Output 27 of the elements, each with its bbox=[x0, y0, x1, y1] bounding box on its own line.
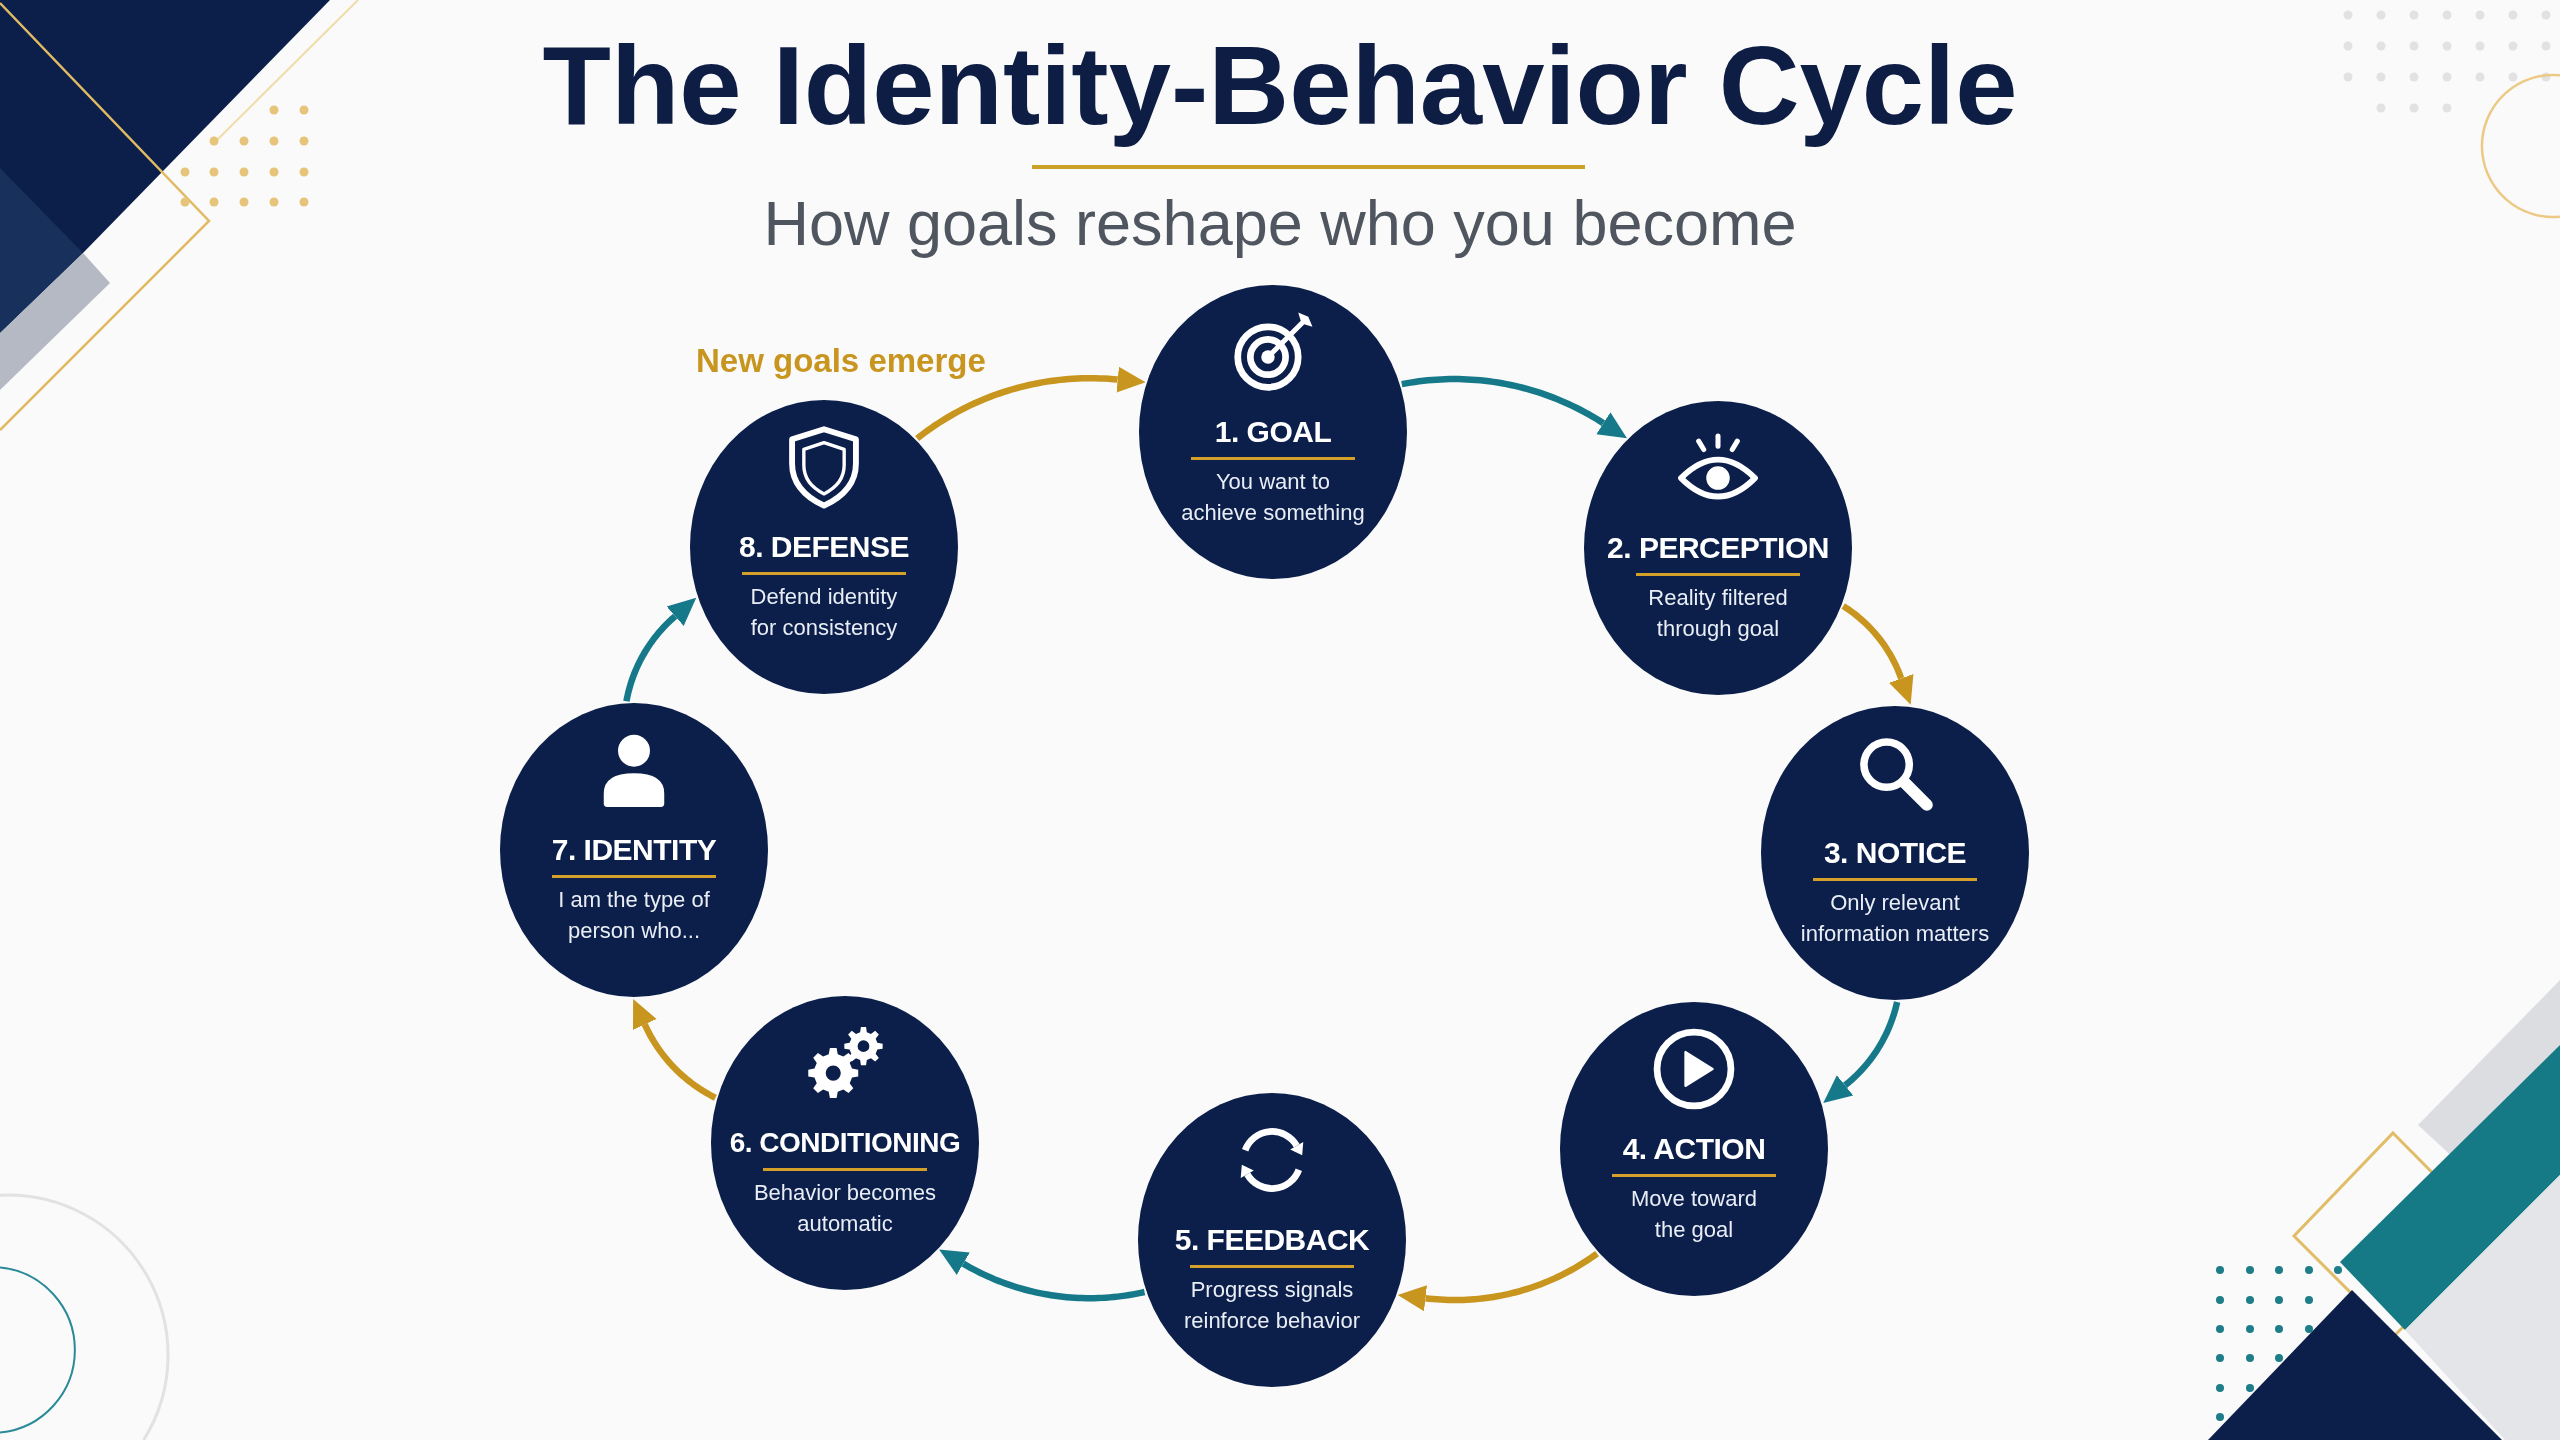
step-description: Defend identity for consistency bbox=[750, 583, 898, 642]
step-description: Progress signals reinforce behavior bbox=[1183, 1276, 1361, 1335]
arrow bbox=[1823, 1000, 1901, 1103]
arrow bbox=[1841, 603, 1914, 705]
arrow bbox=[623, 597, 697, 703]
step-title: 4. ACTION bbox=[1622, 1131, 1766, 1167]
title: The Identity-Behavior Cycle bbox=[542, 22, 2018, 150]
arrow bbox=[633, 999, 717, 1101]
step-description: You want to achieve something bbox=[1180, 468, 1366, 527]
step-title: 5. FEEDBACK bbox=[1174, 1222, 1370, 1258]
step-title: 1. GOAL bbox=[1214, 414, 1332, 450]
step-title: 2. PERCEPTION bbox=[1607, 530, 1829, 566]
arrow bbox=[915, 366, 1146, 441]
arrow bbox=[1401, 375, 1627, 439]
step-title: 6. CONDITIONING bbox=[729, 1126, 961, 1160]
step-title: 3. NOTICE bbox=[1823, 835, 1967, 871]
step-title: 7. IDENTITY bbox=[551, 832, 717, 868]
step-description: Behavior becomes automatic bbox=[753, 1179, 937, 1238]
edge-label: New goals emerge bbox=[696, 341, 986, 381]
arrow bbox=[939, 1249, 1146, 1302]
arrow bbox=[1397, 1250, 1599, 1312]
step-description: I am the type of person who... bbox=[557, 886, 711, 945]
step-description: Move toward the goal bbox=[1630, 1185, 1758, 1244]
step-description: Only relevant information matters bbox=[1800, 889, 1990, 948]
step-description: Reality filtered through goal bbox=[1647, 584, 1789, 643]
subtitle: How goals reshape who you become bbox=[763, 187, 1797, 260]
step-title: 8. DEFENSE bbox=[738, 529, 910, 565]
